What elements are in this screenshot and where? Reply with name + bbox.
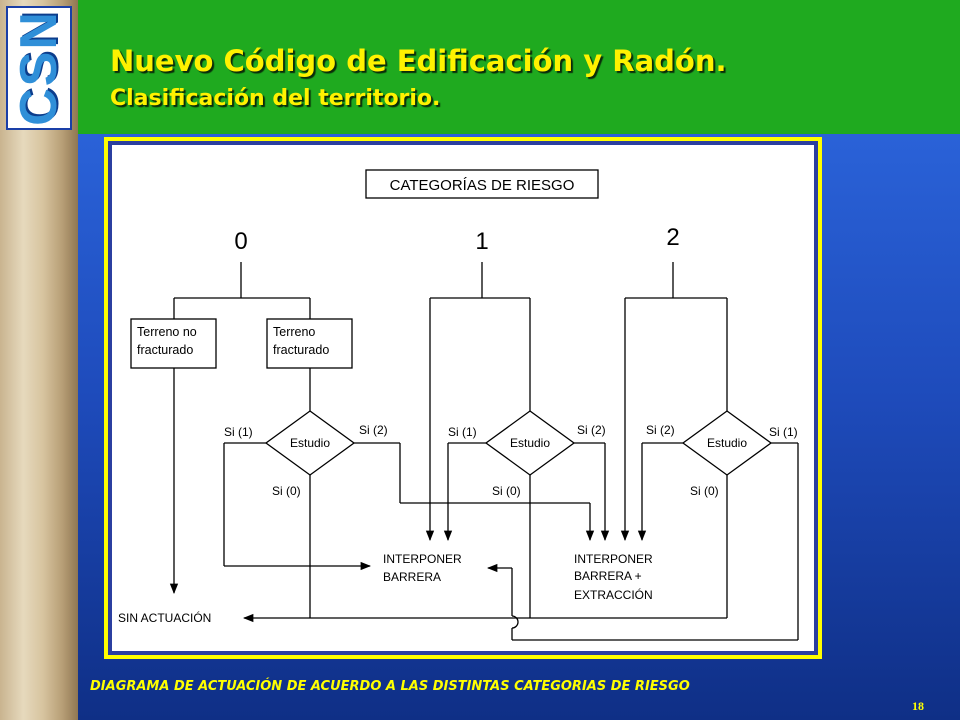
outcome-barrera-line1: INTERPONER (383, 552, 462, 566)
branch-si0-d1: Si (0) (492, 484, 521, 498)
outcome-barrera-line2: BARRERA (383, 570, 441, 584)
branch-si2-d0: Si (2) (359, 423, 388, 437)
flowchart: CATEGORÍAS DE RIESGO 0 1 2 Terreno no fr… (118, 169, 799, 641)
category-2-label: 2 (666, 224, 679, 251)
terreno-no-fracturado-line1: Terreno no (137, 325, 197, 339)
outcome-extraccion-line2: BARRERA + (574, 569, 642, 583)
decorative-background (4, 600, 78, 720)
outcome-sin-actuacion: SIN ACTUACIÓN (118, 610, 211, 625)
branch-si1-d2: Si (1) (769, 425, 798, 439)
terreno-fracturado-line1: Terreno (273, 325, 315, 339)
diagram-frame: CATEGORÍAS DE RIESGO 0 1 2 Terreno no fr… (104, 137, 822, 659)
slide-subtitle: Clasificación del territorio. (110, 86, 441, 111)
outcome-extraccion-line1: INTERPONER (574, 552, 653, 566)
diagram-caption: DIAGRAMA DE ACTUACIÓN DE ACUERDO A LAS D… (90, 679, 690, 694)
branch-si1-d0: Si (1) (224, 425, 253, 439)
category-1-label: 1 (475, 228, 488, 255)
page-number: 18 (912, 699, 924, 713)
decision-label-0: Estudio (290, 436, 330, 450)
header-bar (78, 0, 960, 134)
decision-label-1: Estudio (510, 436, 550, 450)
categories-heading-box (365, 169, 599, 199)
branch-si2-d1: Si (2) (577, 423, 606, 437)
logo-text: CSN (10, 10, 69, 126)
branch-si2-d2: Si (2) (646, 423, 675, 437)
diagram-canvas: CATEGORÍAS DE RIESGO 0 1 2 Terreno no fr… (112, 145, 814, 651)
branch-si0-d2: Si (0) (690, 484, 719, 498)
categories-heading: CATEGORÍAS DE RIESGO (390, 177, 575, 194)
slide-title: Nuevo Código de Edificación y Radón. (110, 44, 727, 78)
terreno-no-fracturado-line2: fracturado (137, 343, 193, 357)
terreno-fracturado-line2: fracturado (273, 343, 329, 357)
branch-si1-d1: Si (1) (448, 425, 477, 439)
csn-logo: CSN (6, 6, 72, 130)
branch-si0-d0: Si (0) (272, 484, 301, 498)
category-0-label: 0 (234, 228, 247, 255)
decision-label-2: Estudio (707, 436, 747, 450)
outcome-extraccion-line3: EXTRACCIÓN (574, 587, 653, 602)
